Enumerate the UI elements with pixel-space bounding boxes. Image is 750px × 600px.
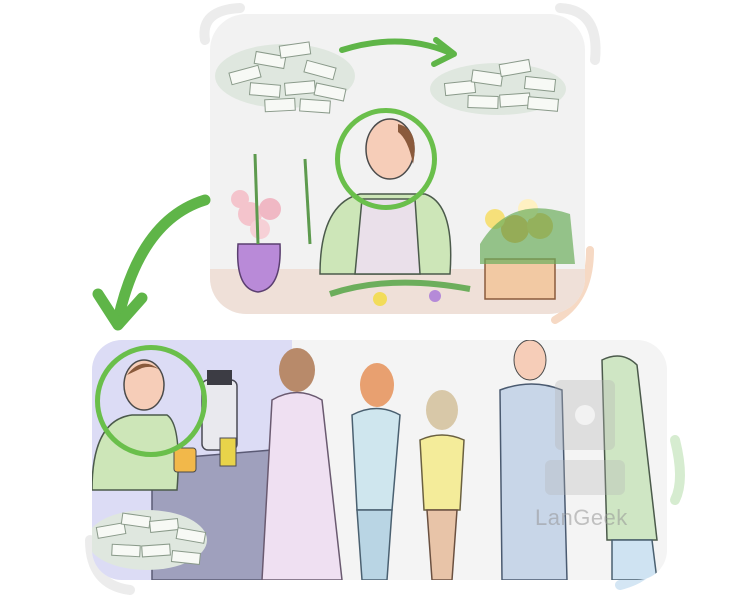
flower-vase — [231, 153, 312, 293]
langeek-logo-icon — [545, 380, 625, 495]
watermark: LanGeek — [535, 505, 628, 530]
money-pile-large — [215, 41, 355, 114]
customer-man-green — [601, 355, 658, 580]
highlight-circle-florist — [335, 108, 437, 210]
flower-box — [480, 199, 575, 300]
arrow-right-icon — [339, 38, 451, 55]
florist-panel — [210, 14, 585, 314]
arrow-down-left-icon — [92, 194, 211, 331]
money-pile-bottom — [92, 510, 207, 570]
customer-woman-dress — [261, 348, 343, 580]
highlight-circle-vendor — [95, 345, 207, 457]
customer-man-suit — [499, 340, 568, 580]
money-pile-small — [430, 58, 566, 115]
customer-woman-blue — [351, 363, 401, 580]
florist-scene — [210, 37, 585, 314]
customer-girl-yellow — [419, 390, 465, 580]
